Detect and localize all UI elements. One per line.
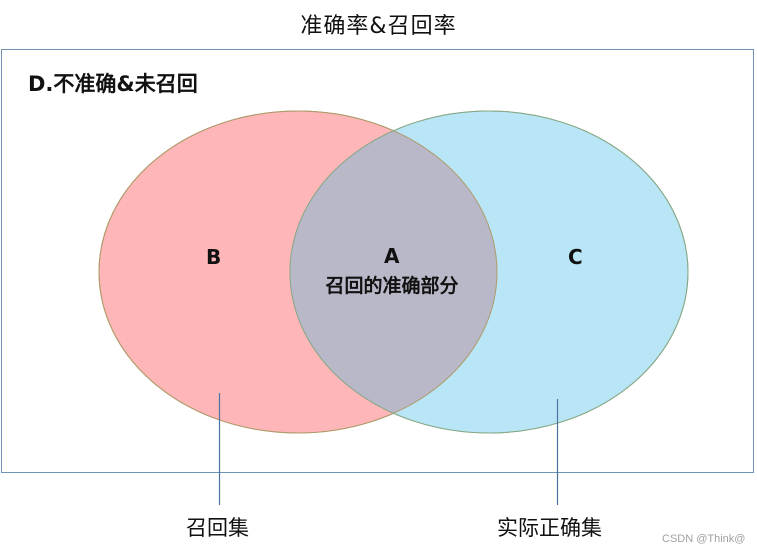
actual-correct-set-outline [289, 110, 689, 434]
overlap-region [290, 111, 497, 433]
recall-set-caption: 召回集 [186, 516, 249, 540]
region-d-label: D.不准确&未召回 [28, 72, 198, 96]
recall-set-outline [98, 110, 498, 434]
region-b-label: B [206, 245, 222, 269]
actual-correct-set-caption: 实际正确集 [497, 516, 602, 540]
diagram-title: 准确率&召回率 [300, 14, 457, 39]
region-a-label: A [384, 244, 400, 268]
region-c-label: C [568, 245, 583, 269]
watermark: CSDN @Think@ [662, 533, 746, 545]
region-a-description: 召回的准确部分 [325, 275, 459, 297]
universe-frame [1, 49, 754, 473]
